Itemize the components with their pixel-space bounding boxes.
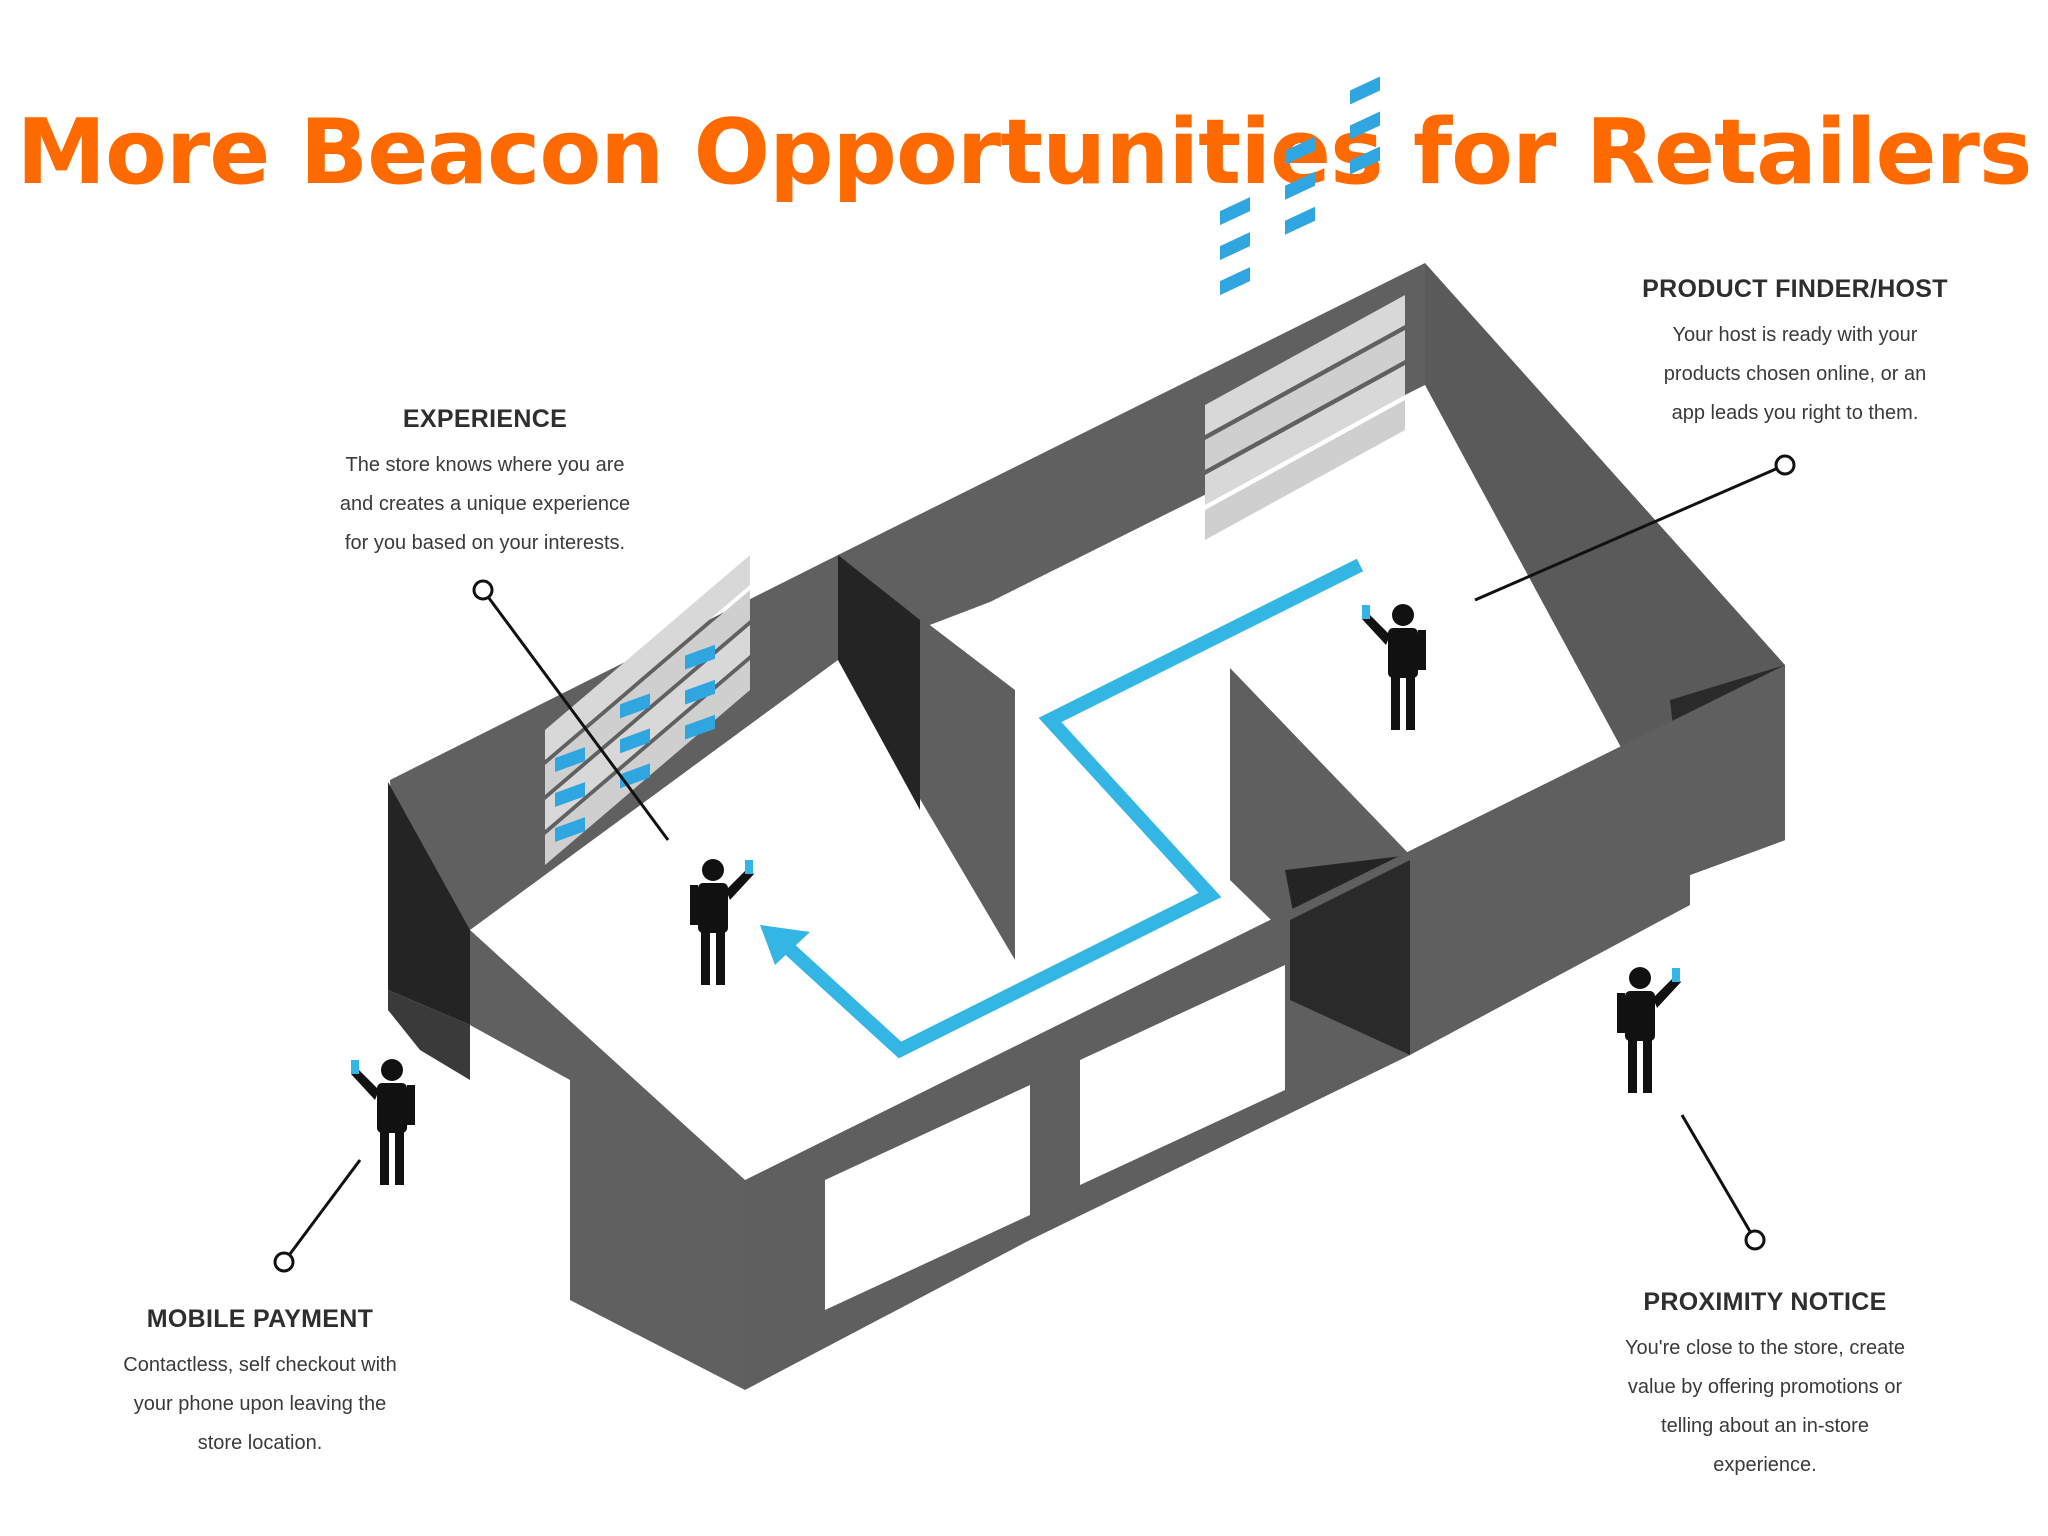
callout-pin-icon	[1474, 454, 1796, 602]
person-with-phone-icon	[1362, 604, 1426, 730]
callout-heading: PRODUCT FINDER/HOST	[1642, 275, 1948, 303]
callout-line: Your host is ready with your	[1672, 324, 1918, 346]
callout-heading: EXPERIENCE	[402, 405, 568, 433]
callout-line: and creates a unique experience	[339, 493, 631, 515]
callout-line: telling about an in-store	[1661, 1415, 1869, 1437]
callout-pin-icon	[472, 579, 670, 841]
person-with-phone-icon	[351, 1059, 415, 1185]
window-right	[1080, 965, 1285, 1185]
left-end-wall	[388, 782, 470, 1025]
partition-left-shade	[838, 555, 920, 810]
callout-body: Contactless, self checkout with your pho…	[70, 1346, 450, 1463]
callout-line: You're close to the store, create	[1625, 1337, 1905, 1359]
callout-line: value by offering promotions or	[1627, 1376, 1903, 1398]
left-end-lower	[388, 990, 470, 1080]
path-arrow-icon	[760, 925, 810, 965]
callout-line: for you based on your interests.	[344, 532, 626, 554]
callout-body: Your host is ready with your products ch…	[1605, 316, 1985, 433]
shelf-right	[1205, 76, 1405, 540]
callout-line: Contactless, self checkout with	[123, 1354, 397, 1376]
back-wall-right	[838, 263, 1425, 660]
callout-pin-icon	[273, 1159, 362, 1273]
callout-heading: MOBILE PAYMENT	[146, 1305, 374, 1333]
callout-line: experience.	[1713, 1454, 1817, 1476]
page-title: More Beacon Opportunities for Retailers	[16, 100, 2032, 205]
front-wall	[470, 930, 745, 1390]
callout-body: You're close to the store, create value …	[1565, 1329, 1965, 1485]
callout-proximity-notice: PROXIMITY NOTICE You're close to the sto…	[1565, 1288, 1965, 1485]
person-with-phone-icon	[1617, 967, 1681, 1093]
callout-line: The store knows where you are	[345, 454, 625, 476]
callout-line: app leads you right to them.	[1671, 402, 1919, 424]
store-floor	[395, 300, 1780, 1180]
callout-heading: PROXIMITY NOTICE	[1643, 1288, 1887, 1316]
callout-experience: EXPERIENCE The store knows where you are…	[290, 405, 680, 563]
callout-pin-icon	[1680, 1114, 1766, 1251]
front-wall-dark-corner	[1290, 860, 1410, 1055]
callout-line: your phone upon leaving the	[133, 1393, 387, 1415]
customer-path	[780, 558, 1364, 1059]
callout-product-finder: PRODUCT FINDER/HOST Your host is ready w…	[1605, 275, 1985, 433]
callout-body: The store knows where you are and create…	[290, 446, 680, 563]
person-with-phone-icon	[690, 859, 754, 985]
window-left	[825, 1085, 1030, 1310]
callout-mobile-payment: MOBILE PAYMENT Contactless, self checkou…	[70, 1305, 450, 1463]
callout-line: products chosen online, or an	[1663, 363, 1927, 385]
callout-line: store location.	[197, 1432, 323, 1454]
